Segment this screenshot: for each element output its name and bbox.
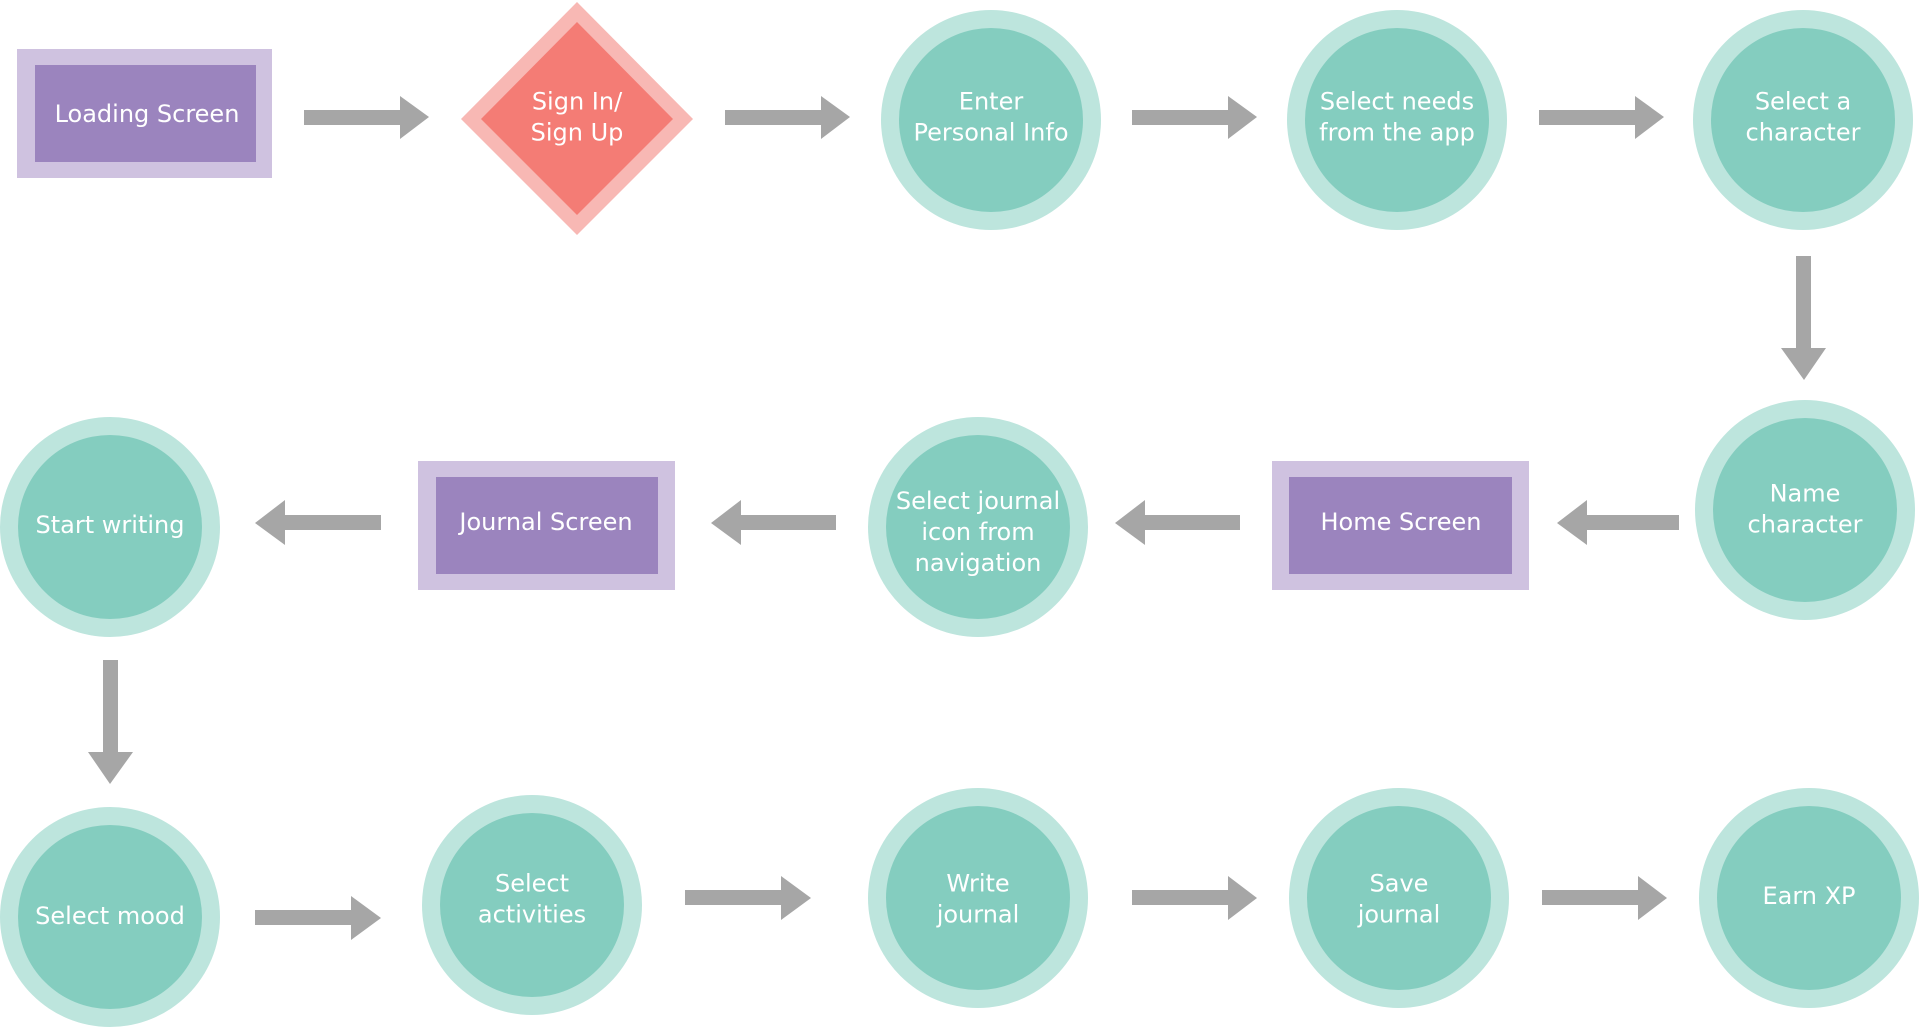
node-label: Earn XP (1762, 882, 1855, 910)
node-name-character: Name character (1695, 400, 1915, 620)
connectors (88, 96, 1826, 940)
node-label: Select journal icon from navigation (896, 487, 1060, 577)
node-label-line: Home Screen (1320, 508, 1481, 536)
node-loading-screen: Loading Screen (17, 49, 272, 178)
node-label: Save journal (1357, 870, 1441, 929)
node-label: Home Screen (1320, 508, 1481, 536)
node-label-line: Select needs (1320, 88, 1474, 116)
arrow-personal-info-to-needs (1132, 96, 1257, 139)
node-earn-xp: Earn XP (1699, 788, 1919, 1008)
node-label-line: Loading Screen (55, 100, 240, 128)
node-select-activities: Select activities (422, 795, 642, 1015)
node-label-line: Sign In/ (532, 88, 623, 116)
node-home-screen: Home Screen (1272, 461, 1529, 590)
node-label-line: Sign Up (531, 119, 624, 147)
node-label-line: Start writing (36, 511, 185, 539)
node-label-line: Personal Info (913, 119, 1068, 147)
node-label-line: navigation (915, 549, 1042, 577)
node-label-line: Select a (1755, 88, 1851, 116)
node-label-line: Save (1370, 870, 1429, 898)
node-label: Name character (1748, 480, 1863, 539)
arrow-save-to-earn-xp (1542, 876, 1667, 920)
node-save-journal: Save journal (1289, 788, 1509, 1008)
node-label-line: from the app (1319, 119, 1475, 147)
node-label: Start writing (36, 511, 185, 539)
arrow-journal-icon-to-journal-screen (711, 500, 836, 545)
node-label-line: Write (946, 870, 1009, 898)
arrow-home-to-journal-icon (1115, 500, 1240, 545)
node-start-writing: Start writing (0, 417, 220, 637)
node-label: Write journal (936, 870, 1020, 929)
arrow-start-writing-to-mood (88, 660, 133, 784)
node-label: Select a character (1746, 88, 1861, 147)
node-label-line: icon from (921, 518, 1034, 546)
node-select-character: Select a character (1693, 10, 1913, 230)
arrow-loading-to-signin (304, 96, 429, 139)
arrow-mood-to-activities (255, 896, 381, 940)
node-write-journal: Write journal (868, 788, 1088, 1008)
node-label: Loading Screen (55, 100, 240, 128)
node-select-journal-icon: Select journal icon from navigation (868, 417, 1088, 637)
arrow-character-to-name (1781, 256, 1826, 380)
node-label-line: character (1748, 511, 1863, 539)
node-label: Select needs from the app (1319, 88, 1475, 147)
node-label-line: Select (495, 870, 569, 898)
node-label: Select mood (35, 902, 185, 930)
node-label-line: Earn XP (1762, 882, 1855, 910)
node-label-line: journal (936, 901, 1020, 929)
node-label: Sign In/Sign Up (531, 88, 624, 147)
arrow-name-to-home (1557, 500, 1679, 545)
node-label-line: Select mood (35, 902, 185, 930)
arrow-needs-to-character (1539, 96, 1664, 139)
node-label: Journal Screen (457, 508, 632, 536)
arrow-write-to-save (1132, 876, 1257, 920)
node-label-line: Journal Screen (457, 508, 632, 536)
node-label-line: character (1746, 119, 1861, 147)
node-label-line: activities (478, 901, 586, 929)
arrow-activities-to-write (685, 876, 811, 920)
node-label: Select activities (478, 870, 586, 929)
arrow-signin-to-personal-info (725, 96, 850, 139)
node-label-line: Name (1770, 480, 1841, 508)
node-label-line: Select journal (896, 487, 1060, 515)
node-label-line: journal (1357, 901, 1441, 929)
arrow-journal-screen-to-start-writing (255, 500, 381, 545)
node-sign-in-up: Sign In/Sign Up (461, 2, 693, 235)
node-journal-screen: Journal Screen (418, 461, 675, 590)
node-select-mood: Select mood (0, 807, 220, 1027)
node-label-line: Enter (959, 88, 1024, 116)
node-select-needs: Select needs from the app (1287, 10, 1507, 230)
